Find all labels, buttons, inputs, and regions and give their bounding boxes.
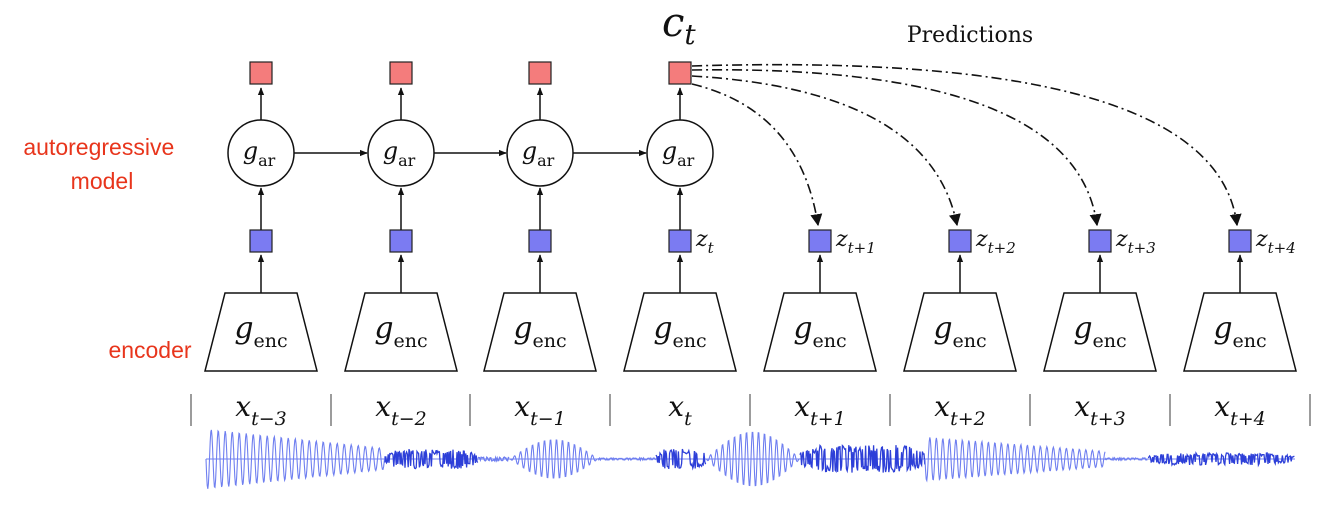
waveform-segment [799, 444, 926, 474]
waveform-segment [384, 449, 479, 470]
encoder-label-genc: genc [1073, 311, 1126, 352]
waveform-segment [509, 439, 598, 479]
audio-waveform [205, 429, 1295, 489]
input-segment-label: xt−2 [375, 390, 426, 430]
encoder-label-genc: genc [513, 311, 566, 352]
encoder-label-genc: genc [793, 311, 846, 352]
encoder-label-genc: genc [234, 311, 287, 352]
context-c-box [249, 61, 273, 85]
latent-z-label: zt+2 [975, 227, 1016, 257]
encoder-block [344, 292, 458, 372]
latent-z-box [948, 229, 972, 253]
input-segment-label: xt+2 [934, 390, 985, 430]
encoder-label-genc: genc [653, 311, 706, 352]
predictions-label: Predictions [907, 23, 1033, 48]
latent-z-box [249, 229, 273, 253]
encoder-block [763, 292, 877, 372]
encoder-block [1043, 292, 1157, 372]
latent-z-label: zt+1 [835, 227, 876, 257]
latent-z-box [389, 229, 413, 253]
input-segment-label: xt [668, 390, 692, 430]
encoder-block [903, 292, 1017, 372]
waveform-segment [1147, 451, 1295, 468]
input-segment-label: xt−1 [514, 390, 565, 430]
input-segment-label: xt−3 [235, 390, 286, 430]
waveform-segment [705, 431, 800, 487]
prediction-arrows [691, 63, 1242, 227]
latent-z-label: zt [695, 227, 715, 257]
columns-group: genc xt−3 gar genc xt−2 gar genc xt−1 gar genc xt g… [190, 61, 1311, 430]
waveform-segment [205, 429, 386, 489]
encoder-label-genc: genc [933, 311, 986, 352]
encoder-block [623, 292, 737, 372]
input-segment-label: xt+4 [1214, 390, 1265, 430]
autoregressive-label-gar: gar [383, 137, 416, 170]
autoregressive-label-gar: gar [243, 137, 276, 170]
context-c-box [528, 61, 552, 85]
context-label: ct [662, 0, 696, 51]
latent-z-box [528, 229, 552, 253]
encoder-label: encoder [108, 337, 191, 363]
encoder-block [204, 292, 318, 372]
input-segment-label: xt+1 [794, 390, 845, 430]
autoregressive-label-gar: gar [662, 137, 695, 170]
context-c-box [389, 61, 413, 85]
waveform-segment [655, 448, 707, 471]
prediction-arrow-t1 [691, 83, 823, 227]
context-c-box [668, 61, 692, 85]
latent-z-box [1088, 229, 1112, 253]
waveform-segment [924, 437, 1106, 483]
encoder-label-genc: genc [1213, 311, 1266, 352]
prediction-arrow-t3 [691, 68, 1102, 227]
input-segment-label: xt+3 [1074, 390, 1125, 430]
waveform-segment [477, 455, 510, 463]
prediction-arrow-t4 [691, 63, 1242, 227]
waveform-segment [597, 456, 657, 462]
latent-z-box [808, 229, 832, 253]
latent-z-label: zt+4 [1255, 227, 1296, 257]
encoder-block [1183, 292, 1297, 372]
waveform-segment [1104, 456, 1148, 462]
latent-z-box [1228, 229, 1252, 253]
encoder-block [483, 292, 597, 372]
latent-z-box [668, 229, 692, 253]
latent-z-label: zt+3 [1115, 227, 1156, 257]
autoregressive-label-gar: gar [522, 137, 555, 170]
autoregressive-model-label: autoregressive model [23, 134, 180, 194]
encoder-label-genc: genc [374, 311, 427, 352]
